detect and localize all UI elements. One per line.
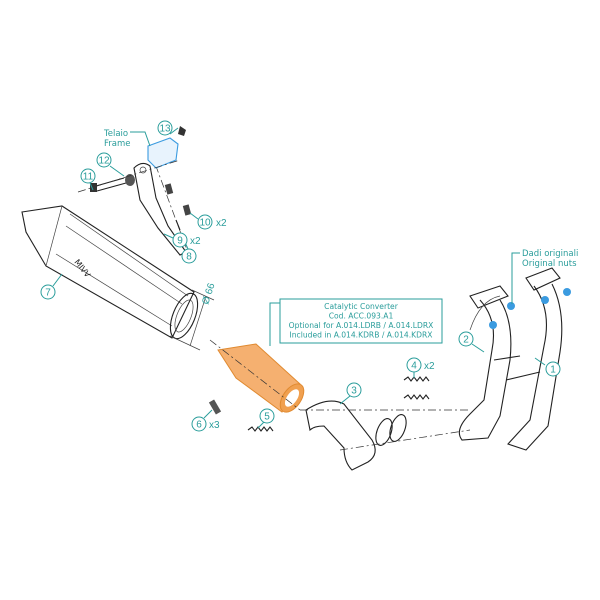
callout-5: 5 [257,408,275,429]
callout-3: 3 [339,382,362,405]
callout-12: 12 [96,152,125,177]
catalytic-title: Catalytic Converter [324,302,399,311]
callout-number: 6 [196,420,202,431]
bolt-11 [77,159,181,193]
callout-number: 5 [264,412,270,423]
muffler-logo: MIVV [72,258,92,280]
qty-6: x3 [209,420,220,431]
frame-label-it: Telaio [103,129,128,139]
nuts-label: Dadi originali Original nuts [511,249,578,304]
catalytic-converter-info-box: Catalytic Converter Cod. ACC.093.A1 Opti… [269,298,443,346]
qty-9: x2 [190,236,201,247]
catalytic-code: Cod. ACC.093.A1 [329,312,394,321]
frame-label-en: Frame [104,139,130,149]
catalytic-converter [209,339,305,413]
callout-number: 10 [199,218,211,229]
callout-number: 13 [159,124,171,135]
qty-4: x2 [424,361,435,372]
callout-10: 10 x2 [189,212,227,230]
qty-10: x2 [216,218,227,229]
callout-6: 6 x3 [191,409,220,432]
callout-number: 3 [351,386,357,397]
springs [208,376,430,432]
callout-2: 2 [458,331,485,353]
frame-label: Telaio Frame [103,129,151,149]
callout-number: 11 [83,172,94,183]
nuts-label-it: Dadi originali [522,249,578,259]
catalytic-included: Included in A.014.KDRB / A.014.KDRX [290,331,433,340]
small-bolts [164,183,192,231]
callout-number: 9 [177,236,183,247]
diameter-text: Ø 66 [200,281,217,305]
callout-number: 1 [550,365,556,376]
link-pipe [300,400,471,471]
catalytic-optional: Optional for A.014.LDRB / A.014.LDRX [289,321,434,330]
frame-mount [147,126,186,169]
nuts-label-en: Original nuts [522,259,577,269]
callout-9: 9 x2 [163,232,201,248]
callout-8: 8 [181,239,197,264]
callout-7: 7 [40,273,63,300]
callout-number: 12 [98,156,110,167]
callout-number: 4 [411,361,417,372]
callout-13: 13 [157,120,179,136]
callout-number: 7 [45,288,51,299]
callout-11: 11 [80,168,96,191]
callout-number: 2 [463,335,469,346]
callout-4: 4 x2 [406,357,435,378]
muffler: MIVV [21,205,199,340]
callout-number: 8 [186,252,192,263]
callout-1: 1 [534,357,561,377]
header-pipes [458,267,571,451]
diameter-dimension: Ø 66 [169,281,218,351]
